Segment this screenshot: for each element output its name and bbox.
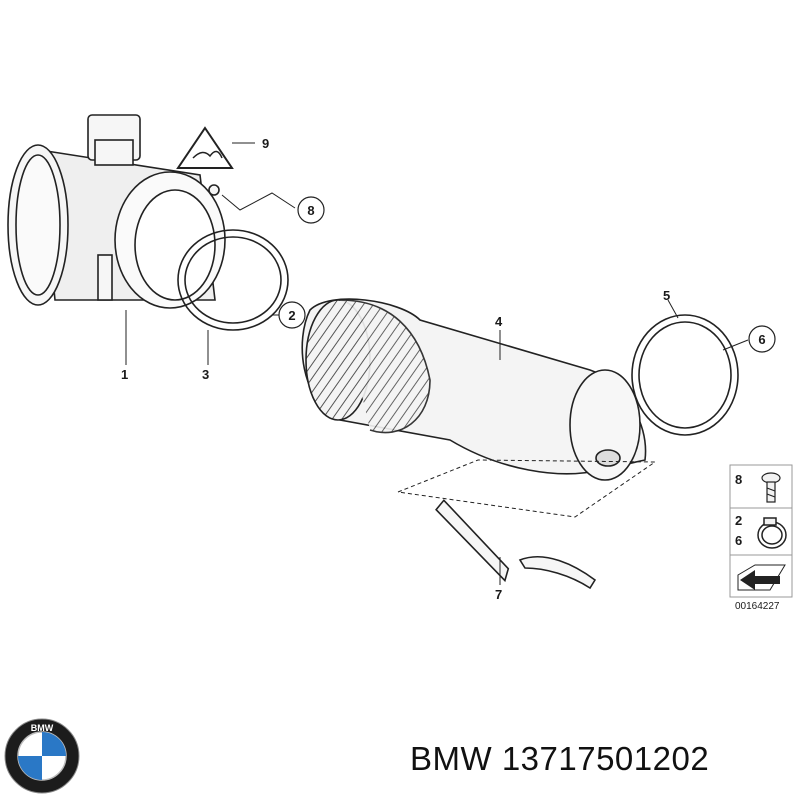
logo-lettering: BMW [31,723,54,733]
warning-label-icon [176,126,234,169]
hose-clamp-icon [757,517,787,549]
intake-boot [301,298,647,481]
vent-hose [435,499,597,590]
callout-1: 1 [121,367,128,382]
part-number-caption: BMW 13717501202 [410,740,710,777]
clamp-ring [177,229,289,331]
callout-7: 7 [495,587,502,602]
parts-legend: 8 2 6 00164227 [729,464,793,612]
callout-5: 5 [663,288,670,303]
leader-lines [125,142,749,585]
diagram-reference-number: 00164227 [735,601,780,612]
callout-9: 9 [262,136,269,151]
callout-3: 3 [202,367,209,382]
legend-label-6: 6 [735,533,742,548]
bmw-logo: BMW [4,718,80,794]
callout-2: 2 [288,308,295,323]
callout-4: 4 [495,314,503,329]
callout-labels: 9 8 2 1 3 4 5 6 7 [121,136,776,602]
legend-label-8: 8 [735,472,742,487]
screw-icon [761,472,781,503]
callout-6: 6 [758,332,765,347]
callout-8: 8 [307,203,314,218]
clamp-ring-right [631,314,739,436]
legend-label-2: 2 [735,513,742,528]
air-mass-meter [7,114,226,309]
direction-arrow-icon [737,564,786,591]
